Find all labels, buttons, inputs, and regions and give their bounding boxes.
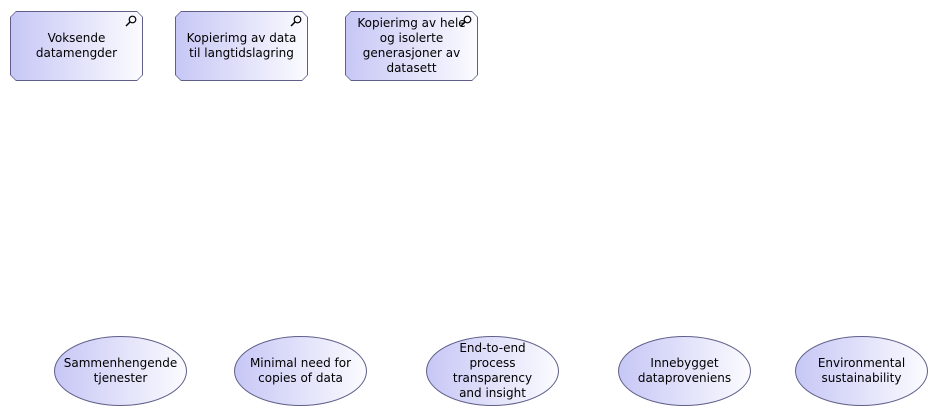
magnifier-icon bbox=[460, 15, 472, 27]
driver-body: Voksende datamengder bbox=[11, 12, 142, 80]
goal-element-5[interactable]: Environmental sustainability bbox=[795, 336, 928, 406]
driver-label: Voksende datamengder bbox=[35, 31, 118, 60]
goal-label: Minimal need for copies of data bbox=[249, 356, 352, 385]
goal-element-1[interactable]: Sammenhengende tjenester bbox=[54, 336, 187, 406]
goal-label: End-to-end process transparency and insi… bbox=[452, 341, 533, 400]
goal-element-4[interactable]: Innebygget dataproveniens bbox=[618, 336, 751, 406]
magnifier-icon bbox=[125, 15, 137, 27]
driver-element-3[interactable]: Kopierimg av hele og isolerte generasjon… bbox=[345, 11, 478, 81]
driver-label: Kopierimg av data til langtidslagring bbox=[186, 31, 297, 60]
driver-body: Kopierimg av hele og isolerte generasjon… bbox=[346, 12, 477, 80]
goal-element-3[interactable]: End-to-end process transparency and insi… bbox=[426, 336, 559, 406]
driver-label: Kopierimg av hele og isolerte generasjon… bbox=[357, 16, 466, 75]
goal-label: Sammenhengende tjenester bbox=[63, 356, 178, 385]
magnifier-icon bbox=[290, 15, 302, 27]
goal-label: Environmental sustainability bbox=[817, 356, 906, 385]
goal-label: Innebygget dataproveniens bbox=[637, 356, 732, 385]
driver-element-1[interactable]: Voksende datamengder bbox=[10, 11, 143, 81]
driver-element-2[interactable]: Kopierimg av data til langtidslagring bbox=[175, 11, 308, 81]
driver-body: Kopierimg av data til langtidslagring bbox=[176, 12, 307, 80]
goal-element-2[interactable]: Minimal need for copies of data bbox=[234, 336, 367, 406]
